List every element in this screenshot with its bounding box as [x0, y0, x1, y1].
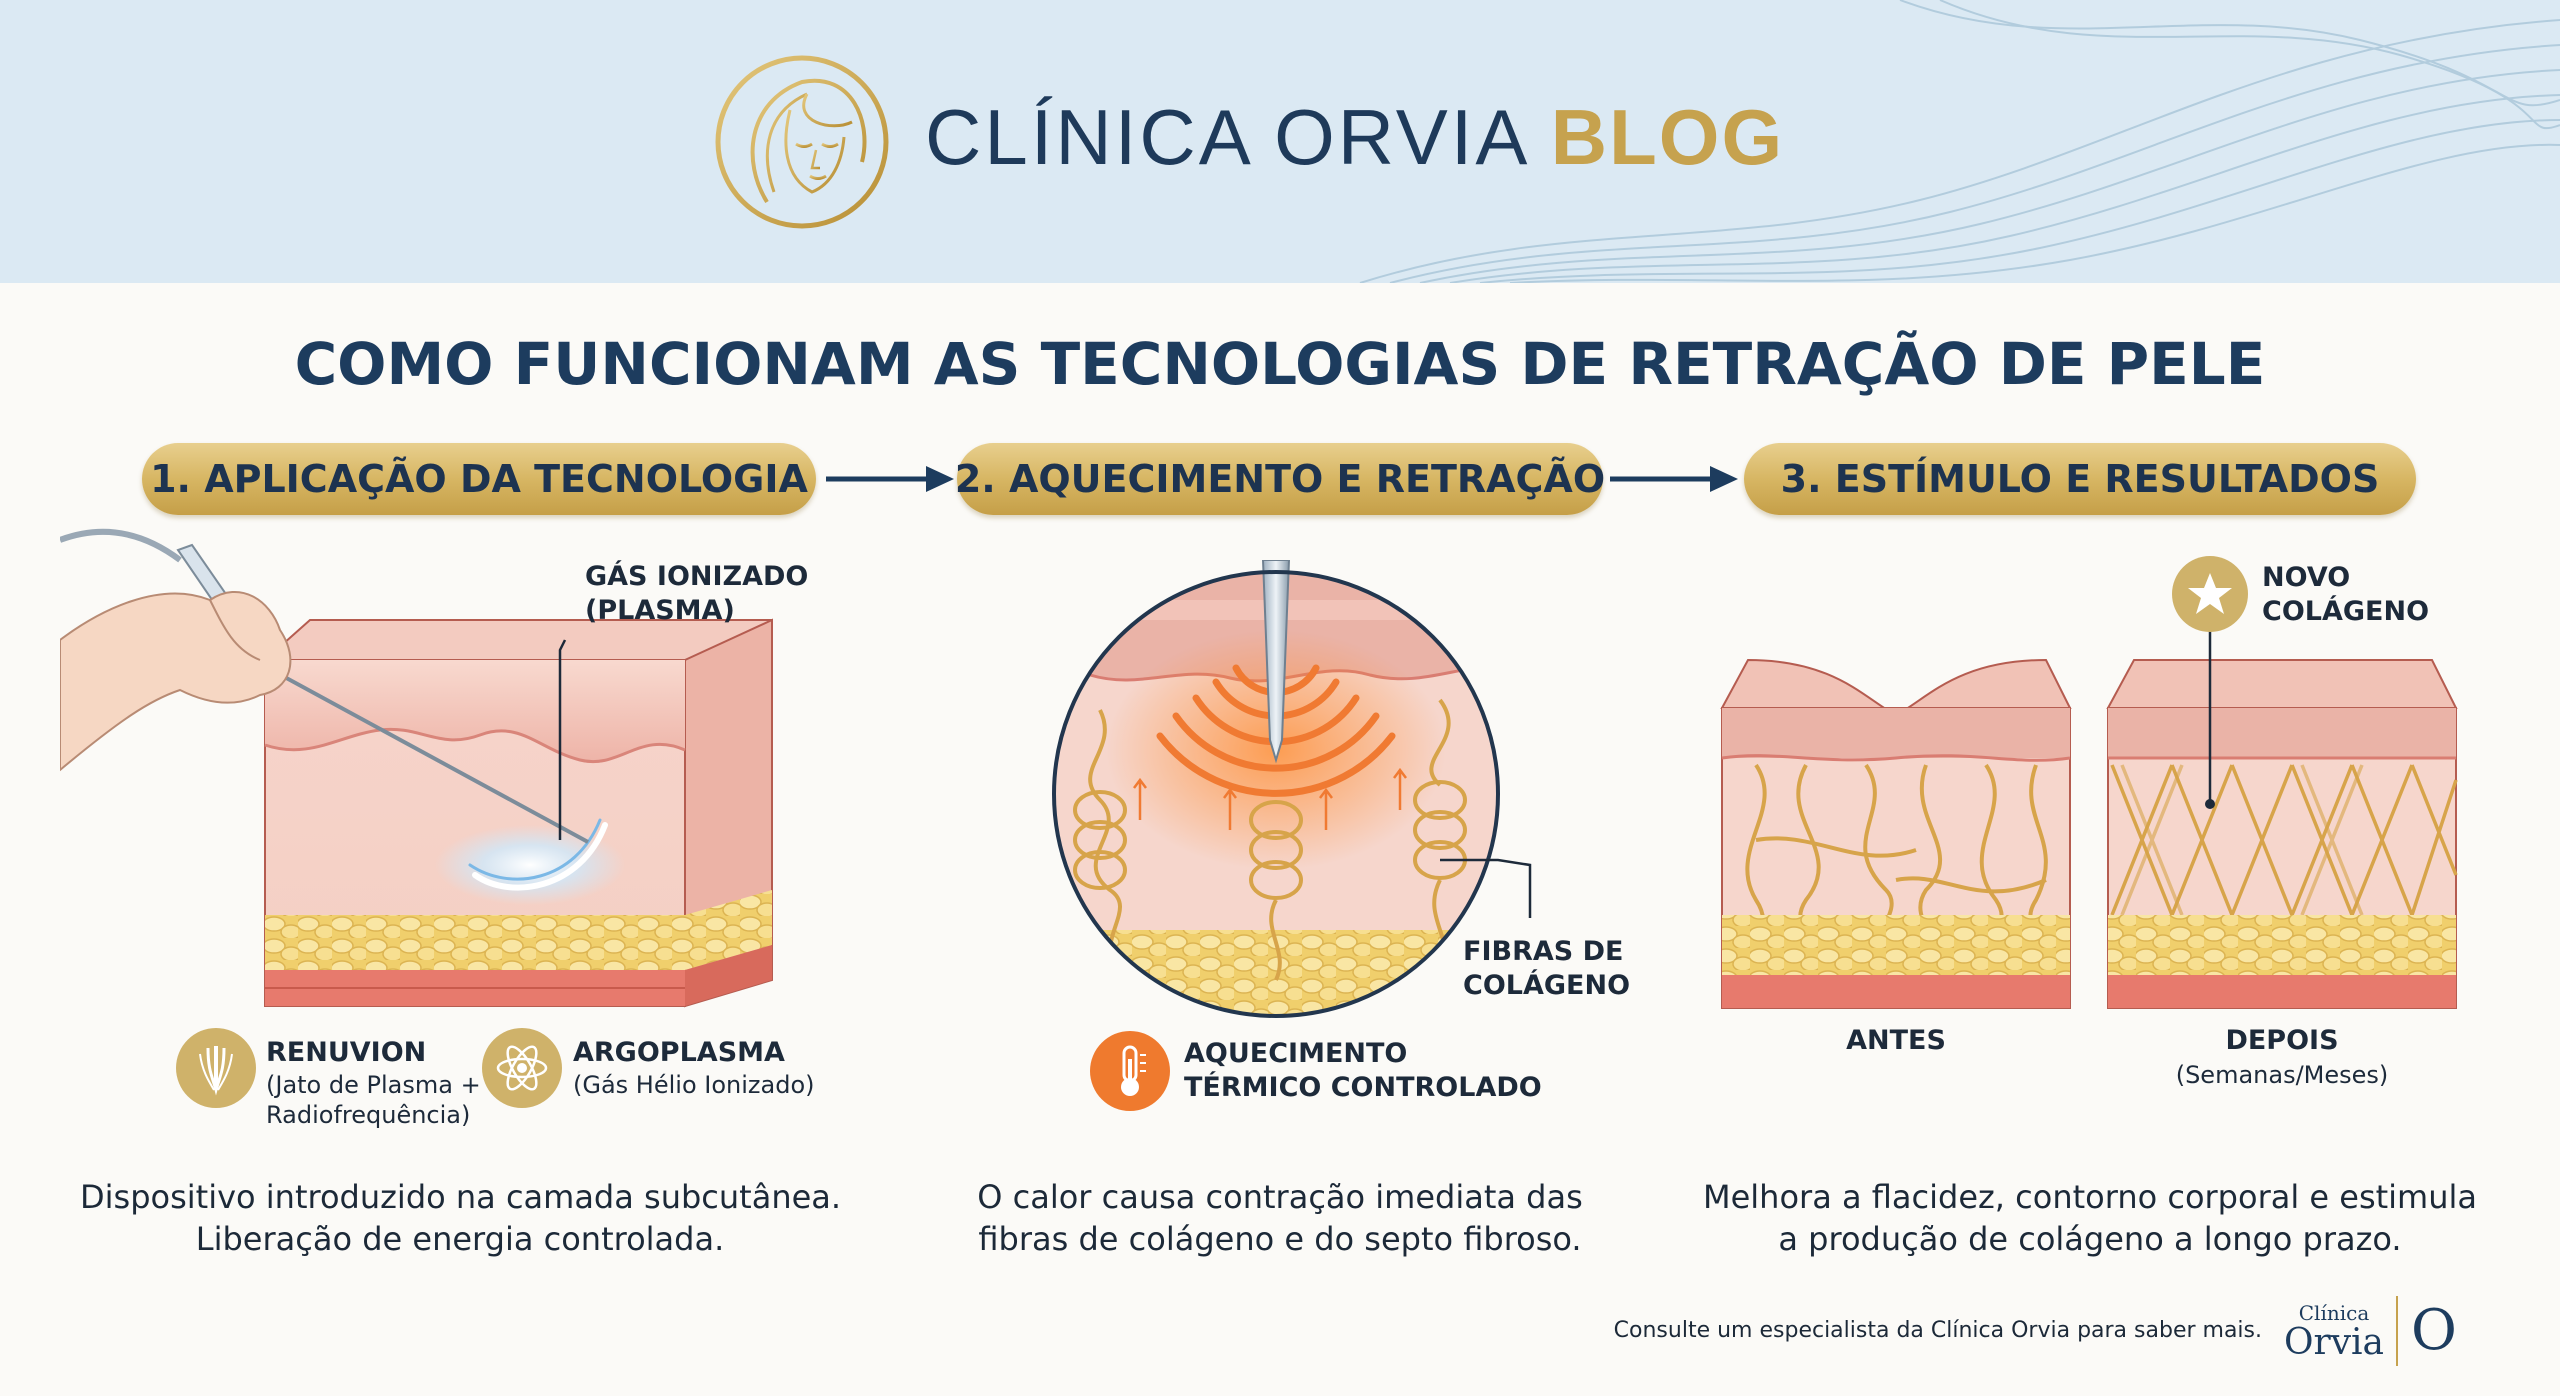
callout-line: GÁS IONIZADO: [585, 561, 809, 592]
thermometer-icon: [1090, 1031, 1170, 1111]
collagen-fibers-callout: FIBRAS DE COLÁGENO: [1463, 935, 1630, 1003]
caption-line: O calor causa contração imediata das: [977, 1178, 1583, 1216]
step-2-label: 2. AQUECIMENTO E RETRAÇÃO: [955, 443, 1605, 515]
footer-note: Consulte um especialista da Clínica Orvi…: [1613, 1318, 2262, 1343]
new-collagen-pointer: [2205, 630, 2215, 809]
footer-logo-big: Orvia: [2283, 1322, 2385, 1363]
skin-before-illustration: [1720, 658, 2072, 1009]
atom-icon: [482, 1028, 562, 1108]
footer-logo-divider: [2396, 1296, 2398, 1366]
after-sublabel: (Semanas/Meses): [2175, 1061, 2389, 1089]
renuvion-info: RENUVION (Jato de Plasma + Radiofrequênc…: [266, 1036, 481, 1130]
skin-after-illustration: [2106, 659, 2458, 1009]
after-label: DEPOIS: [2225, 1025, 2339, 1056]
skin-block-plasma-illustration: [60, 528, 773, 1008]
renuvion-desc-1: (Jato de Plasma +: [266, 1071, 481, 1099]
page-title: COMO FUNCIONAM AS TECNOLOGIAS DE RETRAÇÃ…: [294, 330, 2266, 398]
caption-line: Melhora a flacidez, contorno corporal e …: [1702, 1178, 2477, 1216]
footer-logo-mark: O: [2411, 1298, 2457, 1363]
footer-logo-small: Clínica: [2298, 1301, 2370, 1325]
callout-line: COLÁGENO: [1463, 970, 1631, 1001]
argoplasma-desc: (Gás Hélio Ionizado): [573, 1071, 815, 1099]
controlled-heating-badge: AQUECIMENTO TÉRMICO CONTROLADO: [1184, 1037, 1542, 1105]
footer-logo-text: Clínica Orvia: [2278, 1302, 2390, 1362]
brand-title: CLÍNICA ORVIA BLOG: [925, 92, 1784, 183]
step-2-caption: O calor causa contração imediata das fib…: [900, 1176, 1660, 1260]
star-icon: [2172, 556, 2248, 632]
new-collagen-callout: NOVO COLÁGENO: [2262, 561, 2429, 629]
woman-face-logo-icon: [715, 55, 889, 229]
callout-line: NOVO: [2262, 562, 2351, 593]
callout-line: FIBRAS DE: [1463, 936, 1624, 967]
callout-line: COLÁGENO: [2262, 596, 2430, 627]
step-1-caption: Dispositivo introduzido na camada subcut…: [80, 1176, 842, 1260]
arrow-right-icon: [826, 466, 954, 492]
caption-line: Dispositivo introduzido na camada subcut…: [80, 1178, 842, 1216]
plasma-callout: GÁS IONIZADO (PLASMA): [585, 560, 808, 628]
brand-blog: BLOG: [1550, 93, 1785, 181]
arrow-right-icon: [1610, 466, 1738, 492]
renuvion-desc-2: Radiofrequência): [266, 1101, 471, 1129]
callout-line: (PLASMA): [585, 595, 735, 626]
argoplasma-name: ARGOPLASMA: [573, 1037, 785, 1068]
step-3-caption: Melhora a flacidez, contorno corporal e …: [1680, 1176, 2500, 1260]
renuvion-name: RENUVION: [266, 1037, 427, 1068]
header-banner: CLÍNICA ORVIA BLOG: [0, 0, 2560, 283]
brand-name: CLÍNICA ORVIA: [925, 93, 1527, 181]
caption-line: fibras de colágeno e do septo fibroso.: [978, 1220, 1582, 1258]
before-label: ANTES: [1846, 1025, 1946, 1056]
caption-line: Liberação de energia controlada.: [195, 1220, 725, 1258]
badge-line: AQUECIMENTO: [1184, 1038, 1408, 1069]
argoplasma-info: ARGOPLASMA (Gás Hélio Ionizado): [573, 1036, 815, 1100]
decorative-waves: [1359, 0, 2560, 283]
step-3-label: 3. ESTÍMULO E RESULTADOS: [1744, 443, 2416, 515]
collagen-heating-illustration: [1052, 560, 1532, 1018]
plasma-jet-icon: [176, 1028, 256, 1108]
caption-line: a produção de colágeno a longo prazo.: [1778, 1220, 2402, 1258]
step-1-label: 1. APLICAÇÃO DA TECNOLOGIA: [142, 443, 816, 515]
badge-line: TÉRMICO CONTROLADO: [1184, 1072, 1542, 1103]
